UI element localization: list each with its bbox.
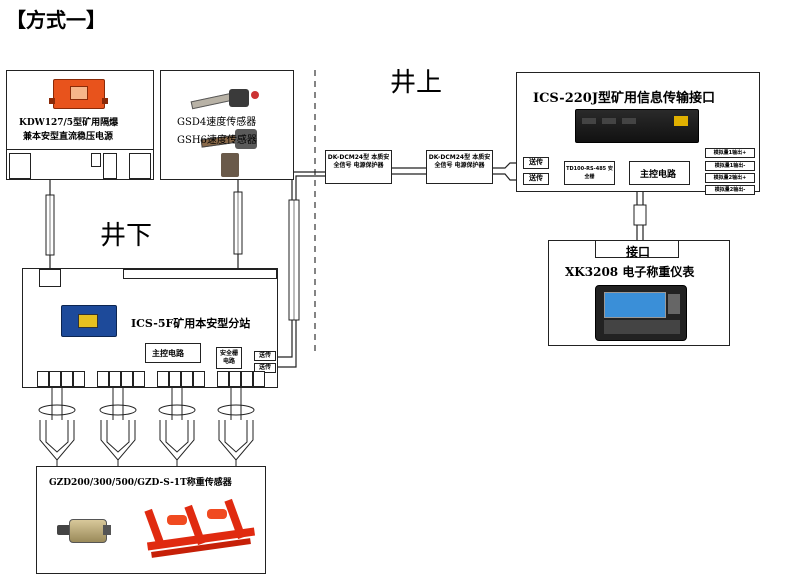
signal-protector-2-line1: DK-DCM24型 本质安	[428, 154, 491, 161]
interface-send-1: 送传	[523, 157, 549, 169]
speed-sensor-label-line1: GSD4速度传感器	[177, 117, 257, 128]
power-terminal-3	[103, 153, 117, 179]
substation-title: ICS-5F矿用本安型分站	[131, 317, 251, 330]
power-supply-label-line2: 兼本安型直流稳压电源	[23, 132, 114, 142]
interface-main-circuit: 主控电路	[629, 161, 690, 185]
interface-unit-title: ICS-220J型矿用信息传输接口	[533, 91, 715, 106]
speed-sensor-label-line2: GSH6速度传感器	[177, 135, 257, 146]
load-cell-title: GZD200/300/500/GZD-S-1T称重传感器	[49, 478, 232, 488]
substation-safety-barrier: 安全栅 电路	[216, 347, 242, 369]
signal-protector-1-line2: 全信号 电源保护器	[333, 162, 384, 169]
interface-converter: TD100-RS-485 安全栅	[564, 161, 615, 185]
interface-unit-panel: ICS-220J型矿用信息传输接口 送传 送传 TD100-RS-485 安全栅…	[516, 72, 760, 195]
scale-instrument-device-image	[595, 285, 687, 341]
power-terminal-2	[91, 153, 101, 167]
load-cell-sensor-image	[57, 517, 111, 543]
speed-sensor-image-1	[190, 89, 261, 110]
substation-send-2: 送传	[254, 363, 276, 373]
interface-main-circuit-label: 主控电路	[640, 170, 677, 180]
analog-output-2-minus: 模拟量2输出-	[705, 185, 755, 195]
zone-label-below: 井下	[100, 221, 153, 251]
power-terminal-1	[9, 153, 31, 179]
analog-output-1-plus: 模拟量1输出+	[705, 148, 755, 158]
substation-main-circuit-label: 主控电路	[152, 349, 184, 358]
scale-instrument-panel: 接口 XK3208 电子称重仪表	[548, 240, 730, 346]
interface-send-2: 送传	[523, 173, 549, 185]
substation-device-image	[61, 305, 117, 337]
page-heading: 【方式一】	[6, 8, 106, 32]
interface-unit-device-image	[575, 109, 699, 143]
scale-port-label: 接口	[626, 245, 651, 259]
substation-panel: ICS-5F矿用本安型分站 主控电路 安全栅 电路 送传 送传	[22, 268, 278, 388]
substation-send-1: 送传	[254, 351, 276, 361]
power-supply-panel: KDW127/5型矿用隔爆 兼本安型直流稳压电源	[6, 70, 154, 180]
signal-protector-2: DK-DCM24型 本质安 全信号 电源保护器	[426, 150, 493, 184]
power-supply-device-image	[49, 79, 108, 109]
signal-protector-1-line1: DK-DCM24型 本质安	[327, 154, 390, 161]
substation-terminal-left	[39, 269, 61, 287]
conveyor-frame-image	[137, 495, 257, 569]
zone-label-above: 井上	[390, 68, 443, 98]
speed-sensor-image-2	[200, 129, 261, 149]
analog-output-1-minus: 模拟量1输出-	[705, 161, 755, 171]
signal-protector-2-line2: 全信号 电源保护器	[434, 162, 485, 169]
load-cell-panel: GZD200/300/500/GZD-S-1T称重传感器	[36, 466, 266, 574]
substation-main-circuit: 主控电路	[145, 343, 201, 363]
substation-terminal-row	[37, 371, 277, 387]
scale-port-box: 接口	[595, 240, 679, 259]
scale-instrument-title: XK3208 电子称重仪表	[565, 265, 695, 279]
power-terminal-4	[129, 153, 151, 179]
speed-sensor-panel: GSD4速度传感器 GSH6速度传感器	[160, 70, 294, 180]
signal-protector-1: DK-DCM24型 本质安 全信号 电源保护器	[325, 150, 392, 184]
substation-terminal-strip	[123, 269, 277, 279]
power-supply-label-line1: KDW127/5型矿用隔爆	[19, 118, 119, 128]
analog-output-2-plus: 模拟量2输出+	[705, 173, 755, 183]
